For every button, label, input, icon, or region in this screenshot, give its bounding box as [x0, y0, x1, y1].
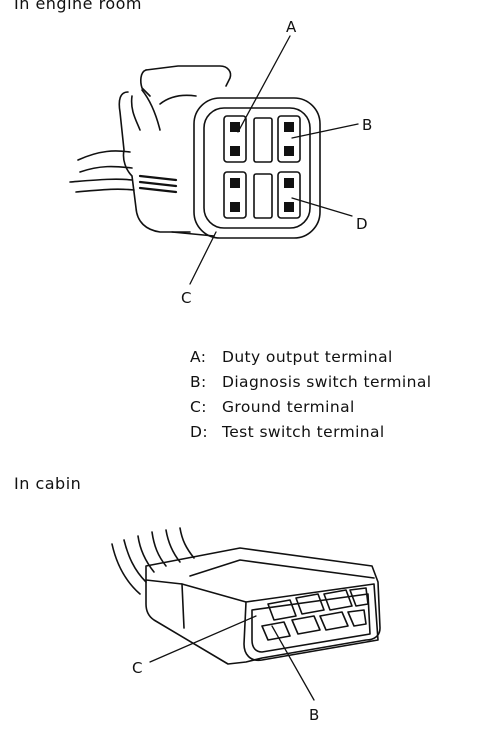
engine-terminal-pins	[230, 122, 294, 212]
callout-b-cabin: B	[309, 706, 319, 724]
engine-rear-housing	[118, 91, 191, 233]
callout-c-cabin: C	[132, 659, 142, 677]
legend-key: C:	[190, 398, 207, 416]
legend-text: Diagnosis switch terminal	[222, 373, 432, 391]
legend-text: Duty output terminal	[222, 348, 393, 366]
callout-b-engine: B	[362, 116, 372, 134]
engine-wire-harness	[69, 150, 135, 193]
legend-key: A:	[190, 348, 207, 366]
legend-row-b: B: Diagnosis switch terminal	[190, 370, 431, 395]
engine-connector-face	[193, 97, 321, 239]
callout-c-engine: C	[181, 289, 191, 307]
legend-row-c: C: Ground terminal	[190, 395, 431, 420]
legend-text: Ground terminal	[222, 398, 355, 416]
callout-d-engine: D	[356, 215, 368, 233]
cabin-title: In cabin	[14, 474, 82, 493]
terminal-legend: A: Duty output terminal B: Diagnosis switc…	[190, 345, 431, 445]
engine-room-title: In engine room	[14, 0, 142, 13]
engine-leader-lines	[189, 35, 359, 285]
cabin-connector-face	[243, 583, 379, 662]
cabin-connector-body	[145, 547, 381, 665]
callout-a-engine: A	[286, 18, 297, 36]
engine-terminal-cavities	[223, 115, 301, 219]
legend-text: Test switch terminal	[222, 423, 385, 441]
cabin-connector	[111, 527, 381, 701]
legend-row-d: D: Test switch terminal	[190, 420, 431, 445]
legend-key: B:	[190, 373, 207, 391]
legend-key: D:	[190, 423, 208, 441]
cabin-leader-lines	[149, 615, 315, 701]
engine-room-connector	[69, 35, 359, 285]
cabin-terminal-slots	[261, 587, 369, 641]
legend-row-a: A: Duty output terminal	[190, 345, 431, 370]
engine-lock-ribs	[138, 174, 178, 194]
